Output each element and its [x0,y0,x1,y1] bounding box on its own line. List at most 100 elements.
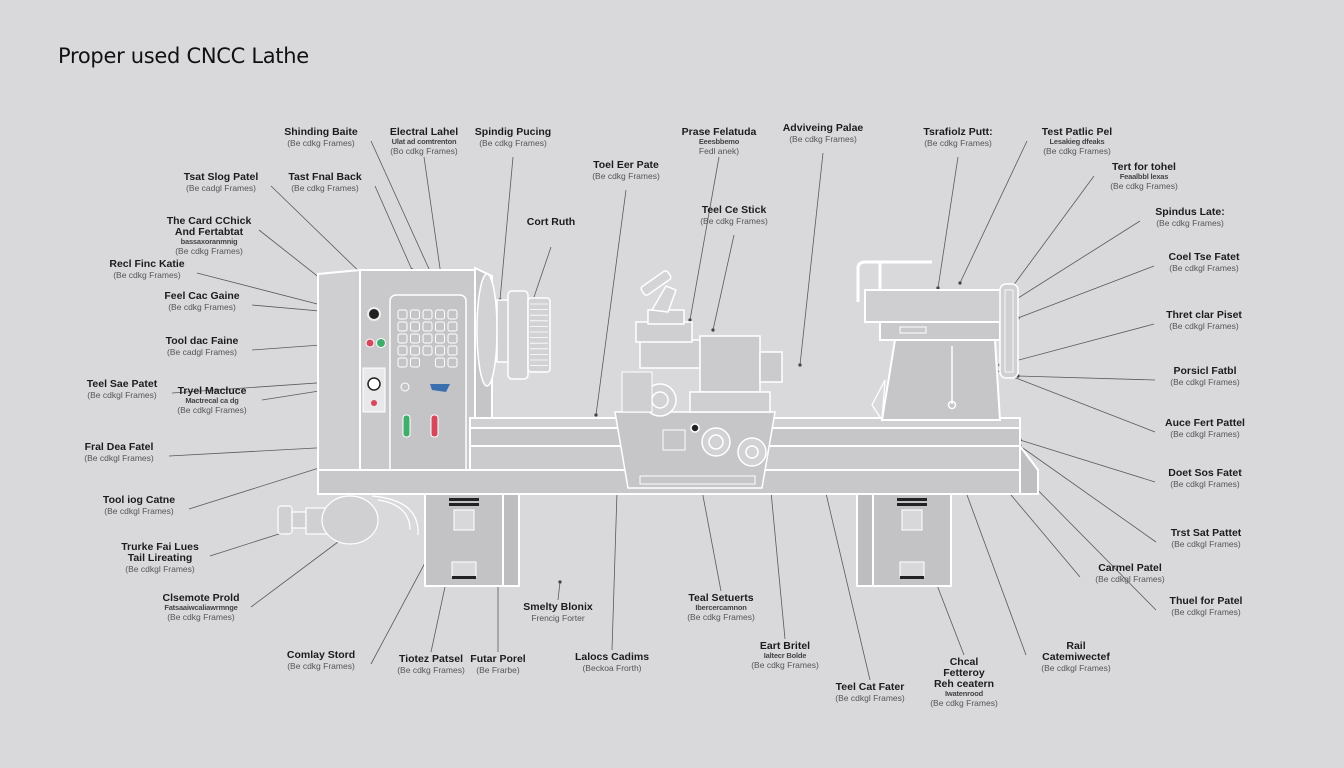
callout-note: (Be cdkg Frames) [168,302,236,313]
leader-line [168,446,335,457]
callout-note: (Be cdkg Frames) [1156,218,1224,229]
callout-title: Teal Setuerts [688,592,754,604]
keypad-key [447,345,458,356]
callout-note: (Be cdkg Frames) [1110,180,1178,191]
callout-title: Tail Lireating [127,552,193,565]
callout-auce-fert-pattel: Auce Fert Pattel(Be cdkgl Frames) [1165,417,1245,440]
callout-note: (Be cdkg Frames) [789,134,857,145]
callout-note: Fedl anek) [698,145,740,156]
callout-note: (Be cdkg Frames) [924,138,992,149]
callout-carmel-patel: Carmel Patel(Be cdkgl Frames) [1095,562,1164,584]
leader-line [999,323,1155,366]
tailstock [856,260,1019,422]
callout-fuler-porel: Futar Porel(Be Frarbe) [470,653,526,675]
leader-dot [936,286,940,290]
leader-line [1017,375,1156,381]
callout-title: Chcal [949,656,979,668]
callout-note: (Be cdkg Frames) [167,611,235,622]
callout-title: And Fertabtat [174,226,244,239]
leader-line [959,475,1027,656]
keypad-key [410,345,420,356]
leader-line [689,156,720,321]
spindle-chuck [476,273,551,387]
leader-line [819,467,871,681]
callout-note: (Beckoa Frorth) [582,663,642,674]
keypad-key [435,357,445,368]
keypad-key [422,345,433,356]
callout-spindig-pucing: Spindig Pucing(Be cdkg Frames) [475,126,551,148]
keypad-key [410,321,420,332]
callout-title: Teel Ce Stick [701,204,767,216]
callout-title: Eart Britel [759,640,811,652]
callout-title: The Card CChick [166,215,252,227]
dial-knob [367,307,381,321]
callout-teel-sae-patet: Teel Sae Patet(Be cdkgl Frames) [87,378,157,400]
callout-note: (Be cdkgl Frames) [104,506,174,517]
green-lever [402,414,411,438]
keypad-key [447,333,458,344]
callout-tost-et-pate: Toel Eer Pate(Be cdkg Frames) [592,159,660,182]
keypad-key [410,357,420,368]
leader-line [1014,220,1141,301]
callout-title: Fral Dea Fatel [84,441,154,453]
leader-line [937,156,959,289]
keypad-key [435,333,445,344]
callout-subtitle: bassaxoranmnig [180,237,238,247]
callout-title: Trurke Fai Lues [121,541,199,553]
callout-note: (Be cadgl Frames) [167,347,237,358]
green-button [376,338,386,348]
leader-line [1017,265,1155,319]
callout-title: Tsrafiolz Putt: [923,126,993,138]
drive-motor [277,495,419,545]
callout-note: (Be cdkgl Frames) [125,564,195,575]
callout-note: (Be cdkg Frames) [592,171,660,182]
keypad-key [397,357,408,368]
callout-note: (Be cdkg Frames) [287,661,355,672]
callout-note: (Be cadgl Frames) [186,183,256,194]
callout-note: (Be cdkg Frames) [751,659,819,670]
leader-dot [798,363,802,367]
right-cabinet [856,493,952,587]
callout-note: (Be cdkg Frames) [687,611,755,622]
callout-subtitle: Fatsaaiwcaliawrmnge [164,603,238,613]
leader-dot [958,281,962,285]
callout-note: (Bo cdkg Frames) [390,145,458,156]
callout-note: (Be cdkgl Frames) [1170,377,1240,388]
keypad-key [447,357,458,368]
callout-cort-ruth: Cort Ruth [527,216,575,228]
callout-subtitle: Ibercercamnon [695,603,747,613]
leader-line [959,140,1028,284]
callout-title: Adviveing Palae [782,122,864,134]
callout-title: Comlay Stord [286,649,356,661]
carriage [614,270,783,489]
callout-feel-cac-gaine: Feel Cac Gaine(Be cdkg Frames) [164,290,240,313]
callout-note: (Be cdkg Frames) [930,697,998,708]
callout-note: (Be cdkgl Frames) [1170,429,1240,440]
callout-comlay-stord: Comlay Stord(Be cdkg Frames) [286,649,356,672]
callout-title: Fetteroy [943,667,985,680]
callout-title: Feel Cac Gaine [164,290,240,302]
callout-thuel-for-patel: Thuel for Patel(Be cdkgl Frames) [1170,595,1243,617]
callout-note: (Be cdkg Frames) [397,665,465,676]
leader-line [188,461,339,510]
callout-title: Tiotez Patsel [398,653,463,665]
callout-title: Toel Eer Pate [593,159,659,171]
callout-trsatiolz-puttr: Tsrafiolz Putt:(Be cdkg Frames) [923,126,993,149]
leader-dot [558,580,562,584]
callout-trst-sat-pattet: Trst Sat Pattet(Be cdkgl Frames) [1171,527,1242,549]
callout-title: Futar Porel [470,653,526,665]
callout-lalocs-cadims: Lalocs Cadims(Beckoa Frorth) [575,651,649,674]
callout-coel-tse-fatet: Coel Tse Fatet(Be cdkgl Frames) [1169,251,1240,273]
callout-note: (Be cdkg Frames) [113,270,181,281]
callout-fral-dea-fatel: Fral Dea Fatel(Be cdkgl Frames) [84,441,154,463]
callout-title: Thret clar Piset [1166,309,1242,321]
left-cabinet [424,493,520,587]
